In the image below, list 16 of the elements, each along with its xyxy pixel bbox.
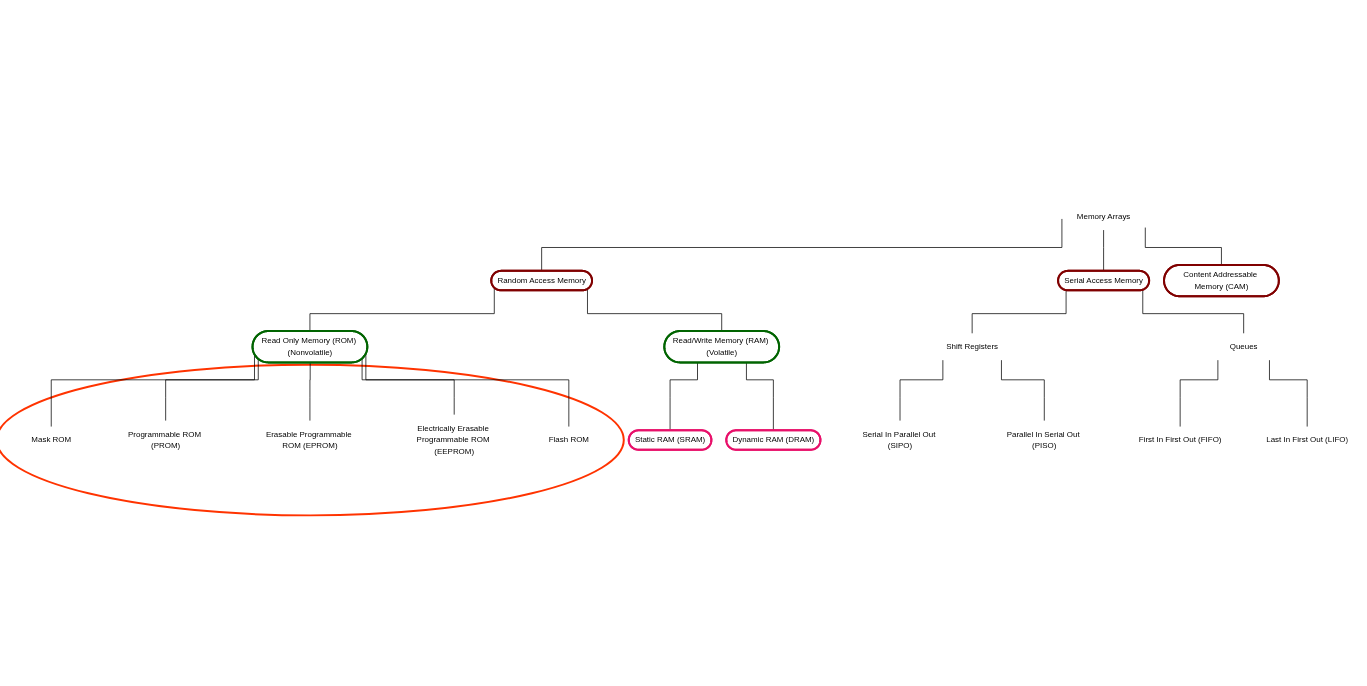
connector xyxy=(1103,229,1105,272)
connector xyxy=(1144,227,1223,266)
connector xyxy=(365,353,570,427)
connector xyxy=(1001,359,1045,421)
connector xyxy=(361,358,455,415)
connector xyxy=(1179,359,1219,427)
connector xyxy=(587,288,723,332)
connector xyxy=(1269,359,1308,427)
connector xyxy=(541,218,1063,272)
connector xyxy=(1142,289,1245,334)
connector xyxy=(971,289,1067,334)
connector xyxy=(309,287,495,332)
connector xyxy=(746,362,774,431)
connector xyxy=(899,359,944,421)
connector xyxy=(165,358,259,421)
connector xyxy=(669,362,698,431)
